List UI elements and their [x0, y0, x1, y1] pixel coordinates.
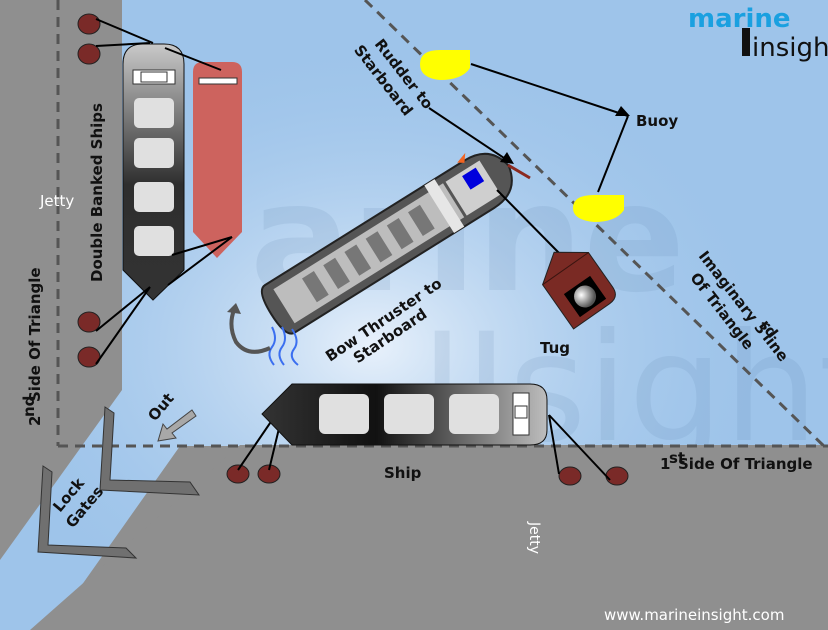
- ship: [261, 383, 548, 446]
- bow-thruster-waves-icon: [268, 326, 299, 366]
- label-second-side: 2 nd Side Of Triangle: [20, 267, 44, 426]
- maneuvering-ship: [260, 152, 513, 335]
- bridge-icon: [462, 167, 485, 190]
- lock-gate-lower: [37, 465, 138, 559]
- double-banked-ship-inner: [122, 43, 185, 301]
- rudder-arrowhead: [500, 152, 514, 164]
- marine-insight-logo: marine insight: [688, 4, 828, 63]
- label-first-side: 1 st Side Of Triangle: [660, 449, 813, 473]
- tug: [542, 251, 616, 330]
- out-arrow-icon: [157, 409, 197, 442]
- svg-text:Side Of Triangle: Side Of Triangle: [26, 267, 44, 402]
- svg-text:nd: nd: [20, 396, 38, 417]
- lock-gate-upper: [99, 406, 200, 496]
- rotation-arrow-icon: [229, 309, 271, 354]
- label-buoy: Buoy: [636, 112, 678, 130]
- rudder: [507, 163, 531, 180]
- svg-text:st: st: [669, 449, 685, 467]
- label-double-banked-ships: Double Banked Ships: [88, 103, 106, 282]
- svg-text:insight: insight: [752, 33, 828, 63]
- buoy-lower: [573, 195, 624, 222]
- buoy-upper: [420, 50, 470, 80]
- svg-text:2: 2: [26, 416, 44, 426]
- svg-text:Side Of Triangle: Side Of Triangle: [678, 455, 813, 473]
- bollards: [77, 13, 629, 486]
- rotation-arrowhead: [227, 303, 241, 314]
- svg-text:1: 1: [660, 455, 670, 473]
- label-jetty-top: Jetty: [39, 192, 74, 210]
- label-tug: Tug: [540, 339, 570, 357]
- svg-text:marine: marine: [688, 4, 791, 34]
- jetty-left: [0, 0, 122, 560]
- label-ship: Ship: [384, 464, 422, 482]
- buoy-arrowhead: [615, 106, 630, 116]
- website-url: www.marineinsight.com: [604, 606, 784, 624]
- jetty-bottom-fill: [30, 445, 828, 630]
- double-banked-ship-outer: [193, 62, 242, 258]
- buoy-arrows: [428, 63, 629, 255]
- label-jetty-bottom: Jetty: [526, 521, 542, 554]
